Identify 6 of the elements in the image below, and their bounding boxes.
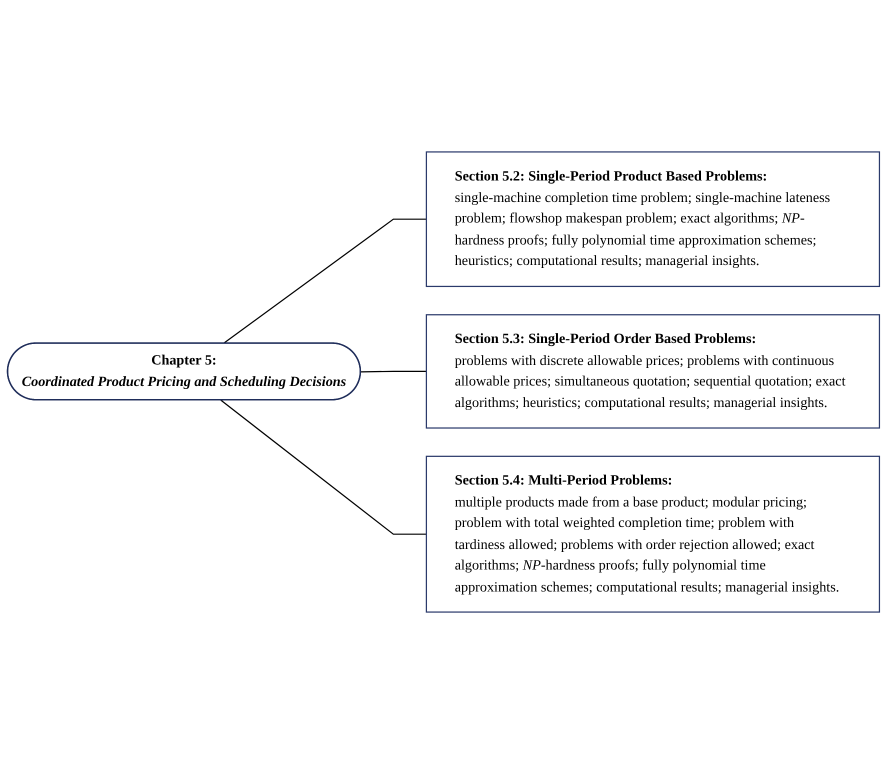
connector bbox=[223, 218, 426, 344]
connector bbox=[360, 370, 426, 372]
node-box: Section 5.3: Single-Period Order Based Problems: problems with discrete allowable prices; problems with continuous allowable prices; simultaneous quotation; sequential quotation; exact algorithms; heuristics; computational results; managerial insights. bbox=[426, 314, 880, 429]
node-box: Section 5.4: Multi-Period Problems: multiple products made from a base product; modular pricing; problem with total weighted completion time; problem with tardiness allowed; problems with order rejection allowed; exact algorithms; NP-hardness proofs; fully polynomial time approximation schemes; computational results; managerial insights. bbox=[426, 456, 880, 613]
connector bbox=[220, 400, 426, 535]
node-box: Section 5.2: Single-Period Product Based Problems: single-machine completion time problem; single-machine lateness problem; flowshop makespan problem; exact algorithms; NP-hardness proofs; fully polynomial time approximation schemes; heuristics; computational results; managerial insights. bbox=[426, 151, 880, 288]
